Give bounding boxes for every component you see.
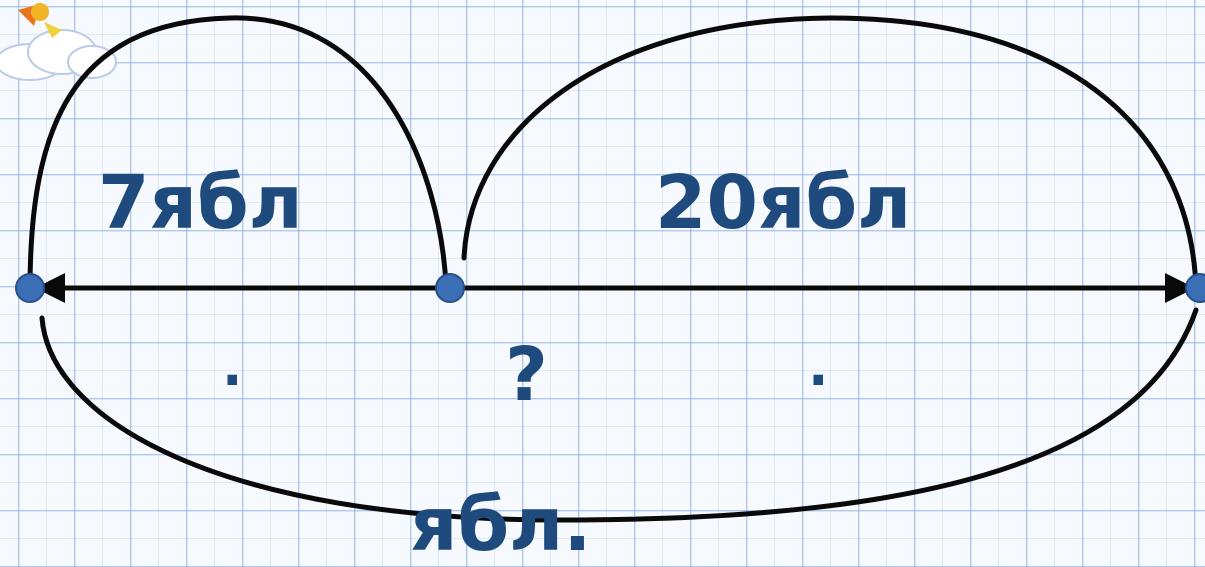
left-dot-mark: .	[222, 335, 243, 398]
total-label: ябл.	[410, 482, 592, 567]
cloud-character-icon	[0, 3, 117, 81]
left-segment-label: 7ябл	[98, 160, 303, 246]
right-segment-label: 20ябл	[655, 160, 912, 246]
right-dot-mark: .	[808, 335, 829, 398]
point-right	[1185, 273, 1205, 303]
point-middle	[435, 273, 465, 303]
point-left	[15, 273, 45, 303]
question-mark-label: ?	[505, 332, 548, 418]
right-arc	[461, 15, 1199, 293]
left-arc	[27, 15, 449, 293]
bottom-arc	[39, 307, 1199, 523]
